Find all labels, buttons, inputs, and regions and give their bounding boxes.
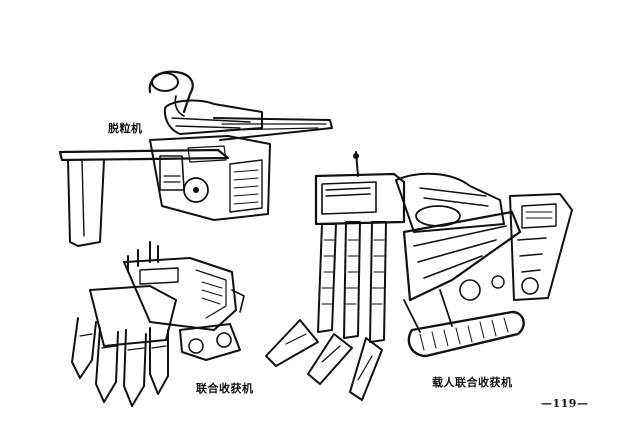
- page-number: —119—: [541, 397, 589, 410]
- crawler-combine-caption: 载人联合收获机: [432, 376, 513, 389]
- combine-harvester-caption: 联合收获机: [196, 382, 254, 395]
- thresher-illustration: [58, 70, 333, 247]
- combine-harvester-illustration: [71, 241, 245, 407]
- thresher-caption: 脱粒机: [108, 122, 143, 135]
- crawler-combine-illustration: [265, 151, 573, 401]
